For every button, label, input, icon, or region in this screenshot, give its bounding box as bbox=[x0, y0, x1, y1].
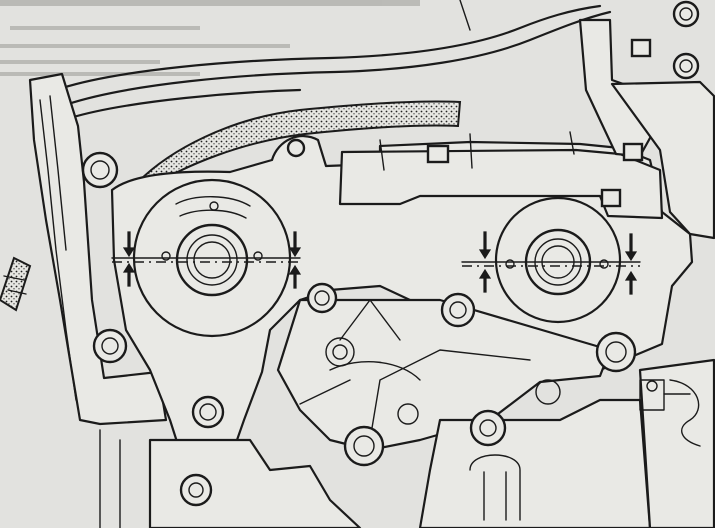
hex-bolt-top-4 bbox=[630, 38, 652, 58]
bolt-center bbox=[440, 292, 476, 328]
hex-bolt-top-3 bbox=[600, 188, 622, 208]
bolt-lower-center bbox=[343, 425, 385, 467]
bolt-cover-hole bbox=[286, 138, 306, 158]
bolt-left-bottom bbox=[179, 473, 213, 507]
bolt-left-middle bbox=[92, 328, 128, 364]
bolt-center-left bbox=[306, 282, 338, 314]
alignment-line bbox=[111, 257, 641, 267]
bolt-left-lower bbox=[191, 395, 225, 429]
bolt-right-upper bbox=[672, 52, 700, 80]
hex-bolt-top-2 bbox=[622, 142, 644, 162]
upper-pipe bbox=[60, 0, 612, 120]
bolt-upper-left bbox=[81, 151, 119, 189]
gasket-strip bbox=[136, 100, 462, 188]
mounting-bolts bbox=[81, 0, 700, 507]
cam-housing bbox=[338, 18, 715, 240]
left-coil-spring bbox=[0, 256, 32, 312]
bolt-top-right bbox=[672, 0, 700, 28]
bolt-right bbox=[595, 331, 637, 373]
bolt-lower-right bbox=[469, 409, 507, 447]
hex-bolt-top-1 bbox=[426, 144, 450, 164]
bleed-through-text bbox=[0, 0, 420, 76]
alignment-arrows bbox=[122, 231, 638, 295]
right-cam-sprocket bbox=[494, 196, 622, 324]
right-linkage bbox=[639, 379, 691, 411]
